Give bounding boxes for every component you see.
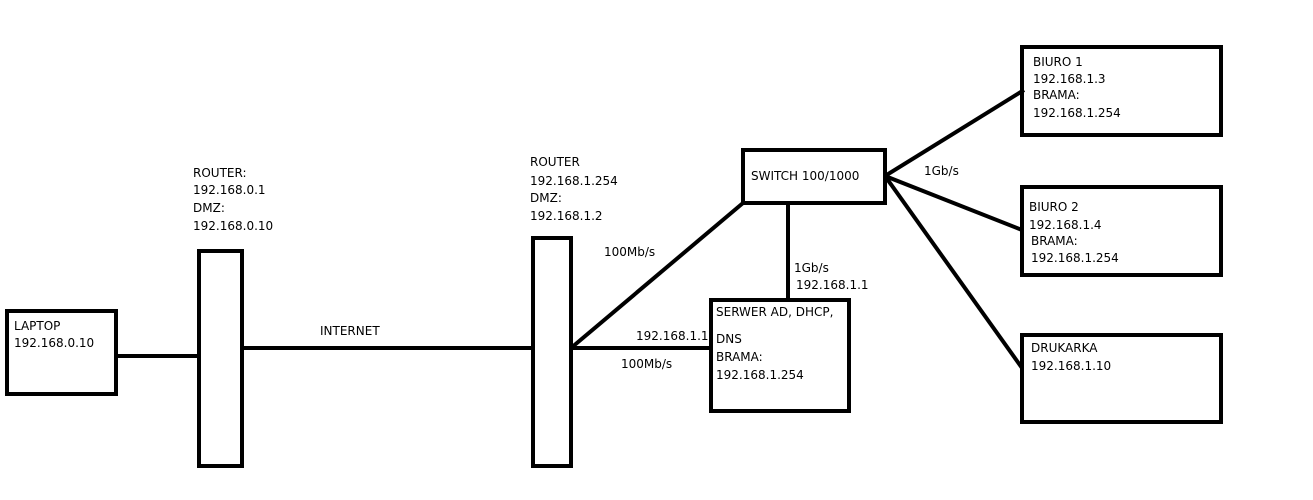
server-gateway-label: BRAMA: — [716, 350, 763, 364]
switch-server-speed: 1Gb/s — [794, 261, 829, 275]
printer-name: DRUKARKA — [1031, 341, 1098, 355]
router2-dmz-label: DMZ: — [530, 191, 562, 205]
router2-name: ROUTER — [530, 155, 580, 169]
office2-box — [1020, 185, 1223, 277]
laptop-ip: 192.168.0.10 — [14, 336, 94, 350]
switch-box — [741, 148, 887, 205]
router2-box — [531, 236, 573, 468]
office1-ip: 192.168.1.3 — [1033, 72, 1106, 86]
office1-gateway-label: BRAMA: — [1033, 88, 1080, 102]
router-server-speed: 100Mb/s — [621, 357, 672, 371]
office1-box — [1020, 45, 1223, 137]
office1-gateway-ip: 192.168.1.254 — [1033, 106, 1121, 120]
laptop-box — [5, 309, 118, 396]
switch-name: SWITCH 100/1000 — [751, 169, 859, 183]
router1-name: ROUTER: — [193, 166, 247, 180]
server-gateway-ip: 192.168.1.254 — [716, 368, 804, 382]
server-line1: SERWER AD, DHCP, — [716, 305, 833, 319]
laptop-name: LAPTOP — [14, 319, 60, 333]
link-switch-printer — [883, 174, 1024, 370]
switch-offices-speed: 1Gb/s — [924, 164, 959, 178]
router2-dmz-ip: 192.168.1.2 — [530, 209, 603, 223]
router1-box — [197, 249, 244, 468]
link-router2-switch — [569, 201, 745, 350]
printer-ip: 192.168.1.10 — [1031, 359, 1111, 373]
office1-name: BIURO 1 — [1033, 55, 1083, 69]
router1-dmz-ip: 192.168.0.10 — [193, 219, 273, 233]
router1-dmz-label: DMZ: — [193, 201, 225, 215]
router-server-ip: 192.168.1.1 — [636, 329, 709, 343]
office2-gateway-label: BRAMA: — [1031, 234, 1078, 248]
link-switch-office2 — [884, 174, 1023, 232]
link-switch-office1 — [883, 88, 1026, 178]
server-line2: DNS — [716, 332, 742, 346]
router2-ip: 192.168.1.254 — [530, 174, 618, 188]
router-switch-speed: 100Mb/s — [604, 245, 655, 259]
server-box — [709, 298, 851, 413]
office2-ip: 192.168.1.4 — [1029, 218, 1102, 232]
switch-server-ip: 192.168.1.1 — [796, 278, 869, 292]
router1-ip: 192.168.0.1 — [193, 183, 266, 197]
office2-name: BIURO 2 — [1029, 200, 1079, 214]
office2-gateway-ip: 192.168.1.254 — [1031, 251, 1119, 265]
internet-label: INTERNET — [320, 324, 380, 338]
printer-box — [1020, 333, 1223, 424]
